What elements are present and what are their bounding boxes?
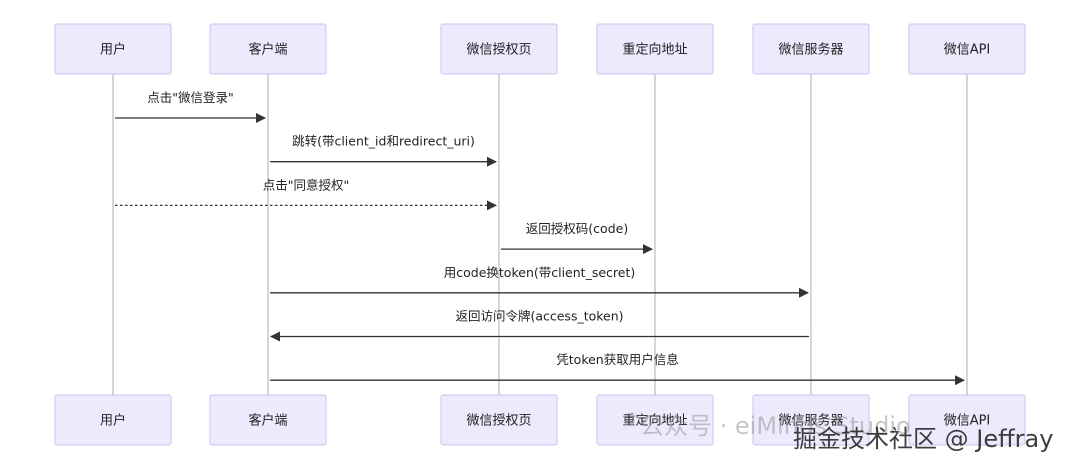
actor-bottom-1: 用户 bbox=[54, 394, 172, 446]
message-2: 跳转(带client_id和redirect_uri) bbox=[270, 134, 497, 167]
actor-box bbox=[596, 394, 714, 446]
message-label: 返回访问令牌(access_token) bbox=[455, 309, 623, 324]
actor-top-3: 微信授权页 bbox=[440, 23, 558, 75]
actor-top-4: 重定向地址 bbox=[596, 23, 714, 75]
actor-top-5: 微信服务器 bbox=[752, 23, 870, 75]
watermark-line2: 掘金技术社区 @ Jeffray bbox=[793, 425, 1053, 453]
actor-label: 微信授权页 bbox=[466, 413, 531, 429]
message-label: 返回授权码(code) bbox=[526, 221, 628, 236]
messages: 点击"微信登录" 跳转(带client_id和redirect_uri) 点击"同意… bbox=[115, 90, 965, 386]
actor-label: 用户 bbox=[100, 413, 126, 429]
actor-label: 客户端 bbox=[248, 413, 287, 429]
message-6: 返回访问令牌(access_token) bbox=[270, 309, 809, 342]
message-5: 用code换token(带client_secret) bbox=[270, 265, 809, 298]
actor-bottom-4: 重定向地址 bbox=[596, 394, 714, 446]
actor-bottom-2: 客户端 bbox=[209, 394, 327, 446]
actor-box bbox=[440, 394, 558, 446]
watermark: 公众号 · eiMinds Studio 掘金技术社区 @ Jeffray bbox=[640, 412, 1053, 453]
actors-top: 用户 客户端 微信授权页 重定向地址 微信服务器 微信API bbox=[54, 23, 1026, 75]
actor-box bbox=[908, 23, 1026, 75]
actor-box bbox=[440, 23, 558, 75]
message-label: 点击"微信登录" bbox=[147, 90, 234, 105]
actor-label: 微信服务器 bbox=[778, 42, 843, 58]
actor-box bbox=[209, 394, 327, 446]
lifelines bbox=[112, 74, 968, 395]
actor-box bbox=[752, 394, 870, 446]
actor-box bbox=[908, 394, 1026, 446]
message-label: 凭token获取用户信息 bbox=[556, 352, 678, 367]
message-label: 用code换token(带client_secret) bbox=[444, 265, 635, 280]
actor-label: 微信API bbox=[944, 414, 991, 429]
actor-bottom-3: 微信授权页 bbox=[440, 394, 558, 446]
actor-box bbox=[209, 23, 327, 75]
actor-box bbox=[752, 23, 870, 75]
actor-label: 微信服务器 bbox=[778, 413, 843, 429]
message-1: 点击"微信登录" bbox=[115, 90, 266, 123]
actors-bottom: 用户 客户端 微信授权页 重定向地址 微信服务器 微信API bbox=[54, 394, 1026, 446]
message-label: 点击"同意授权" bbox=[263, 177, 350, 192]
actor-label: 用户 bbox=[100, 42, 126, 58]
actor-label: 客户端 bbox=[248, 42, 287, 58]
actor-box bbox=[54, 394, 172, 446]
actor-bottom-6: 微信API bbox=[908, 394, 1026, 446]
actor-label: 重定向地址 bbox=[622, 42, 687, 58]
message-7: 凭token获取用户信息 bbox=[270, 352, 965, 386]
message-3: 点击"同意授权" bbox=[115, 177, 497, 211]
actor-label: 微信API bbox=[944, 43, 991, 58]
watermark-line1: 公众号 · eiMinds Studio bbox=[640, 412, 911, 440]
actor-label: 重定向地址 bbox=[622, 413, 687, 429]
actor-label: 微信授权页 bbox=[466, 42, 531, 58]
actor-top-6: 微信API bbox=[908, 23, 1026, 75]
actor-box bbox=[596, 23, 714, 75]
actor-top-2: 客户端 bbox=[209, 23, 327, 75]
message-label: 跳转(带client_id和redirect_uri) bbox=[292, 134, 475, 149]
message-4: 返回授权码(code) bbox=[501, 221, 653, 255]
actor-top-1: 用户 bbox=[54, 23, 172, 75]
actor-box bbox=[54, 23, 172, 75]
actor-bottom-5: 微信服务器 bbox=[752, 394, 870, 446]
